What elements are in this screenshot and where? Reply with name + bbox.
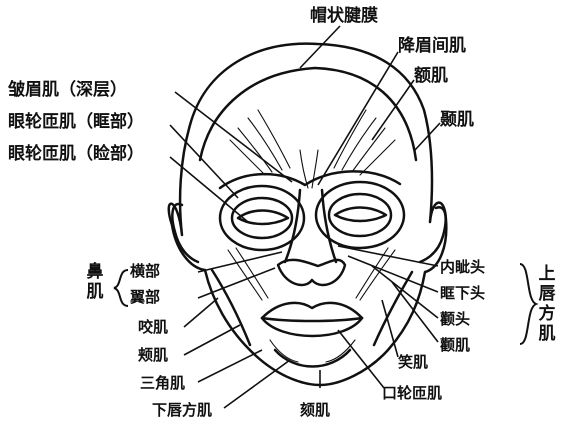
label-orbicularis-palpebral: 眼轮匝肌（睑部） xyxy=(8,144,144,164)
right-orbit-ring xyxy=(314,180,406,250)
right-ear xyxy=(418,206,447,264)
label-risorius: 笑肌 xyxy=(398,353,429,371)
galea-outline xyxy=(198,66,418,162)
left-cheek xyxy=(210,268,252,347)
label-procerus: 降眉间肌 xyxy=(398,36,466,56)
label-orbicularis-orbital: 眼轮匝肌（眶部） xyxy=(8,112,144,132)
left-brace xyxy=(113,269,129,307)
label-masseter: 咬肌 xyxy=(138,318,169,336)
label-nasalis-alar: 翼部 xyxy=(130,288,161,306)
label-mentalis: 颏肌 xyxy=(300,401,331,419)
right-orbit-inner xyxy=(327,192,393,238)
head-outline xyxy=(167,42,448,387)
label-depressor-lower-lip: 下唇方肌 xyxy=(152,401,213,419)
label-galea-aponeurotica: 帽状腱膜 xyxy=(310,6,378,26)
left-ear xyxy=(171,202,200,264)
label-frontalis: 额肌 xyxy=(414,66,448,86)
label-nasalis-transverse: 横部 xyxy=(130,262,161,280)
label-triangularis: 三角肌 xyxy=(140,374,186,392)
right-brace xyxy=(519,263,539,345)
label-nasalis-group: 鼻肌 xyxy=(86,262,104,302)
nose-bridge xyxy=(283,188,302,264)
mouth-line xyxy=(260,316,364,323)
left-orbit-ring xyxy=(218,184,306,252)
label-quadratus-upper-lip: 上唇方肌 xyxy=(538,264,556,344)
chin-line xyxy=(273,348,352,368)
nose-tip xyxy=(276,258,347,287)
label-zygomaticus: 颧肌 xyxy=(440,336,471,354)
right-eye-lid xyxy=(333,206,388,223)
label-buccinator: 颊肌 xyxy=(138,346,169,364)
label-angular-head: 内眦头 xyxy=(440,258,486,276)
nose-bridge-right xyxy=(320,188,338,264)
upper-lip xyxy=(260,301,364,320)
label-corrugator: 皱眉肌（深层） xyxy=(8,80,127,100)
brow-ridge xyxy=(218,170,402,190)
left-orbit-inner xyxy=(230,196,294,240)
label-orbicularis-oris: 口轮匝肌 xyxy=(382,384,443,402)
label-zygomatic-head: 颧头 xyxy=(440,310,471,328)
label-temporalis: 颞肌 xyxy=(440,110,474,130)
lower-lip xyxy=(260,316,364,338)
label-infraorbital-head: 眶下头 xyxy=(440,284,486,302)
left-eye-lid xyxy=(236,209,290,226)
